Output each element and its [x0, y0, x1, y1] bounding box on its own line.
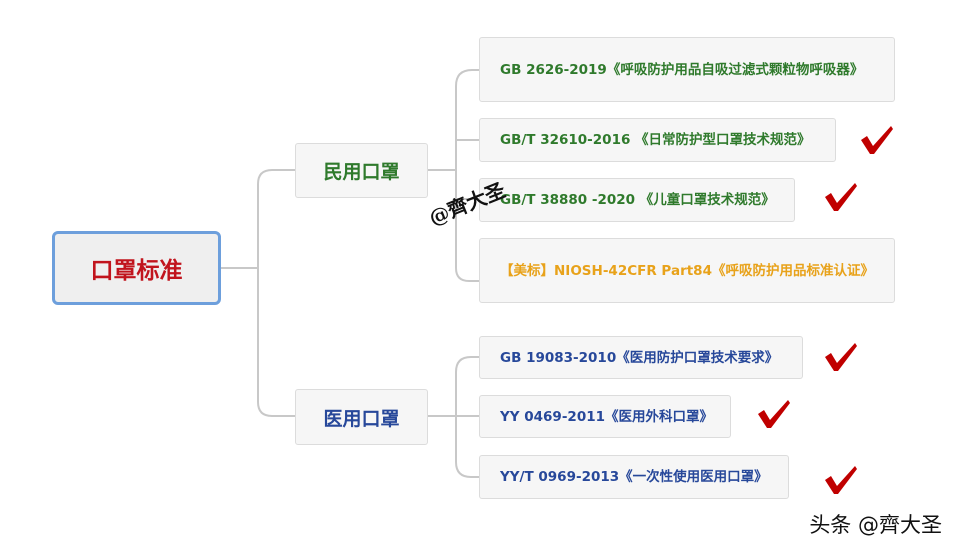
- checkmark-icon: [825, 183, 857, 211]
- branch-civil[interactable]: 民用口罩: [295, 143, 428, 198]
- leaf-niosh[interactable]: 【美标】NIOSH-42CFR Part84《呼吸防护用品标准认证》: [479, 238, 895, 303]
- leaf-text: GB/T 38880 -2020 《儿童口罩技术规范》: [500, 192, 775, 208]
- checkmark-icon: [861, 126, 893, 154]
- leaf-gbt32610[interactable]: GB/T 32610-2016 《日常防护型口罩技术规范》: [479, 118, 836, 162]
- root-node[interactable]: 口罩标准: [52, 231, 221, 305]
- leaf-yy0469[interactable]: YY 0469-2011《医用外科口罩》: [479, 395, 731, 438]
- checkmark-icon: [825, 466, 857, 494]
- root-label: 口罩标准: [90, 258, 183, 284]
- checkmark-icon: [825, 343, 857, 371]
- leaf-text: YY/T 0969-2013《一次性使用医用口罩》: [500, 469, 768, 485]
- checkmark-icon: [758, 400, 790, 428]
- branch-civil-label: 民用口罩: [323, 161, 400, 183]
- leaf-text: GB 2626-2019《呼吸防护用品自吸过滤式颗粒物呼吸器》: [500, 61, 864, 78]
- leaf-text: YY 0469-2011《医用外科口罩》: [500, 408, 714, 425]
- leaf-gbt38880[interactable]: GB/T 38880 -2020 《儿童口罩技术规范》: [479, 178, 795, 222]
- source-credit: 头条 @齊大圣: [809, 513, 942, 537]
- leaf-yyt0969[interactable]: YY/T 0969-2013《一次性使用医用口罩》: [479, 455, 789, 499]
- branch-medical[interactable]: 医用口罩: [295, 389, 428, 445]
- leaf-text: 【美标】NIOSH-42CFR Part84《呼吸防护用品标准认证》: [500, 262, 874, 279]
- leaf-text: GB/T 32610-2016 《日常防护型口罩技术规范》: [500, 132, 811, 148]
- branch-medical-label: 医用口罩: [323, 407, 400, 430]
- leaf-gb2626[interactable]: GB 2626-2019《呼吸防护用品自吸过滤式颗粒物呼吸器》: [479, 37, 895, 102]
- leaf-text: GB 19083-2010《医用防护口罩技术要求》: [500, 349, 779, 366]
- leaf-gb19083[interactable]: GB 19083-2010《医用防护口罩技术要求》: [479, 336, 803, 379]
